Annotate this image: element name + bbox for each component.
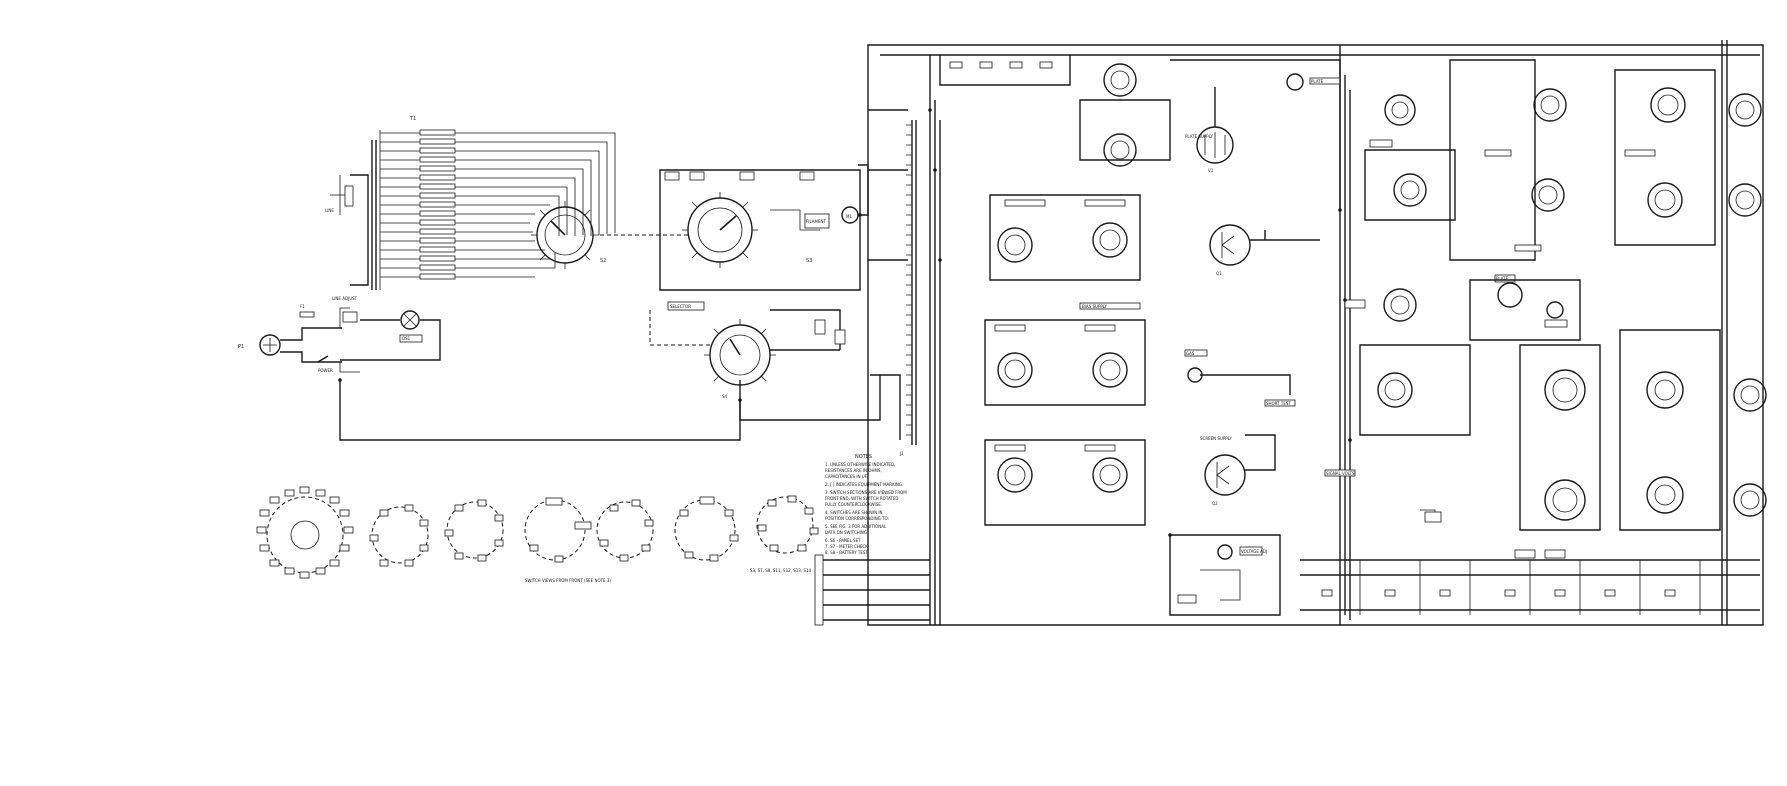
- fuse-label: F1: [300, 304, 305, 309]
- selector-switch-s4: SELECTOR S4: [649, 301, 901, 440]
- pilot-lamp-symbol: [400, 310, 420, 330]
- switch-view-wafer: [524, 497, 592, 563]
- pilot-lamp-label: DS1: [402, 336, 411, 341]
- s3-label: S3: [806, 258, 812, 264]
- notes-line: 4. SWITCHES ARE SHOWN IN: [825, 510, 883, 515]
- screen-supply-label: SCREEN SUPPLY: [1200, 436, 1232, 441]
- s4-label: S4: [722, 394, 728, 399]
- q2-label: Q2: [1212, 501, 1218, 506]
- notes-line: FRONT END, WITH SWITCH ROTATED: [825, 496, 898, 501]
- meter-switch-section: FILAMENT M1 S3: [659, 164, 869, 291]
- switch-cluster-upper: BIAS SUPPLY: [939, 55, 1171, 310]
- v1-label: V1: [1208, 168, 1214, 173]
- filament-switch-label: S2: [600, 258, 606, 264]
- wire-junctions: [338, 108, 1352, 537]
- power-input-section: P1 F1 POWER LINE ADJUST DS1: [238, 296, 741, 441]
- switch-view-wafer: [596, 499, 654, 562]
- notes-line: POSITION CORRESPONDING TO:: [825, 516, 889, 521]
- plate-upper-label: PLATE: [1496, 276, 1509, 281]
- centre-bus: J1: [814, 44, 1764, 626]
- transformer-label: T1: [409, 116, 416, 122]
- plate-supply-label: PLATE SUPPLY: [1185, 134, 1213, 139]
- q1-label: Q1: [1216, 271, 1222, 276]
- switch-view-wafer: [756, 495, 819, 554]
- gas-label: GAS: [1186, 351, 1195, 356]
- notes-line: 8. S8 - BATTERY TEST: [825, 550, 868, 555]
- power-switch-label: POWER: [318, 368, 333, 373]
- notes-line: 1. UNLESS OTHERWISE INDICATED,: [825, 462, 895, 467]
- switch-bank-right: SIGNAL VOLTS PLATE: [1324, 45, 1581, 625]
- notes-heading: NOTES: [855, 454, 872, 460]
- bottom-terminal-strip: [1300, 559, 1760, 615]
- notes-line: CAPACITANCES IN UF.: [825, 474, 868, 479]
- bias-supply-label: BIAS SUPPLY: [1082, 304, 1107, 309]
- notes-line: RESISTANCES ARE IN OHMS,: [825, 468, 882, 473]
- fuse-symbol: [299, 311, 315, 318]
- notes-line: 5. SEE FIG. 3 FOR ADDITIONAL: [825, 524, 887, 529]
- connector-label: J1: [899, 451, 904, 456]
- switch-view-subcaption: S3, S7, S8, S11, S12, S13, S14: [750, 568, 811, 573]
- switch-cluster-lower: SCREEN SUPPLY Q2 VOLTAGE ADJ: [984, 434, 1281, 616]
- plate-supply-tube: PLATE SUPPLY V1 PLATE Q1: [1170, 59, 1341, 276]
- power-plug-symbol: [259, 334, 281, 356]
- selector-box-label: SELECTOR: [670, 304, 691, 309]
- signal-volts-label: SIGNAL VOLTS: [1326, 471, 1355, 476]
- notes-line: 6. S6 - PANEL SET: [825, 538, 861, 543]
- plug-label: P1: [238, 344, 244, 350]
- switch-views: SWITCH VIEWS FROM FRONT (SEE NOTE 3) S3,…: [256, 486, 819, 583]
- plate-box-label: PLATE: [1311, 79, 1324, 84]
- notes-block: NOTES 1. UNLESS OTHERWISE INDICATED, RES…: [825, 454, 907, 555]
- switch-view-caption: SWITCH VIEWS FROM FRONT (SEE NOTE 3): [525, 578, 611, 583]
- switch-cluster-middle: GAS SHORT TEST: [984, 319, 1296, 407]
- filament-box-label: FILAMENT: [806, 219, 827, 224]
- switch-bank-far-right: [1449, 40, 1767, 625]
- notes-line: 7. S7 - METER CHECK: [825, 544, 868, 549]
- switch-view-wafer: [256, 486, 354, 579]
- line-adjust-label: LINE ADJUST: [332, 296, 358, 301]
- meter-label: M1: [846, 214, 852, 219]
- switch-view-wafer: [369, 504, 429, 567]
- voltage-adj-label: VOLTAGE ADJ: [1241, 549, 1267, 554]
- notes-line: DATA ON SWITCHING.: [825, 530, 868, 535]
- notes-line: FULLY COUNTERCLOCKWISE.: [825, 502, 882, 507]
- power-transformer-t1: T1 LINE: [325, 116, 616, 290]
- switch-view-wafer: [674, 496, 739, 562]
- line-label: LINE: [325, 208, 334, 213]
- power-switch-symbol: [317, 355, 329, 363]
- short-test-label: SHORT TEST: [1266, 401, 1291, 406]
- notes-line: 2. [ ] INDICATES EQUIPMENT MARKING.: [825, 482, 903, 487]
- notes-line: 3. SWITCH SECTIONS ARE VIEWED FROM: [825, 490, 907, 495]
- switch-view-wafer: [444, 499, 504, 562]
- filament-selector-switch: S2: [531, 201, 690, 269]
